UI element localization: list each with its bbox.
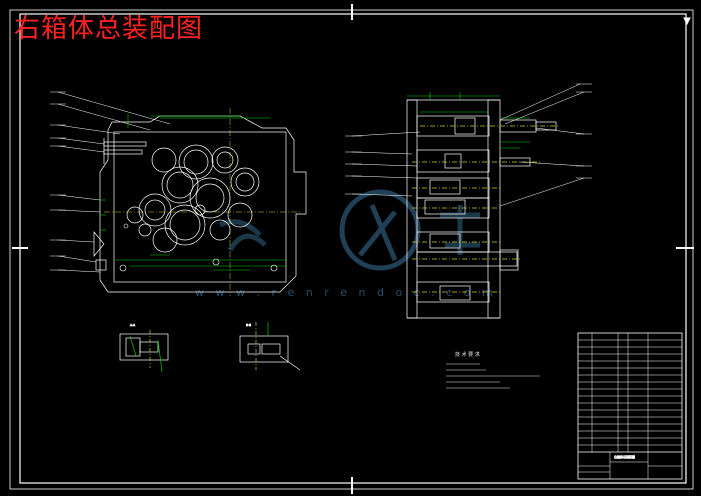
shaft-row-2	[412, 149, 540, 173]
title-block-drawing-name: 右箱体总装配图	[614, 454, 635, 459]
shaft-row-5	[412, 231, 500, 253]
watermark: w w w . r e n r e n d o c . c o m	[195, 189, 497, 299]
detail-view-left: A-A	[119, 323, 169, 373]
gear-train	[126, 144, 260, 253]
sheet-border	[9, 4, 694, 494]
title-block: 右箱体总装配图	[577, 332, 683, 480]
watermark-text: w w w . r e n r e n d o c . c o m	[195, 286, 497, 299]
shaft-row-6	[412, 249, 520, 271]
main-view-gearbox	[50, 91, 307, 296]
shaft-row-4	[412, 197, 500, 219]
detail-left-label: A-A	[130, 323, 136, 327]
shaft-row-1	[416, 115, 560, 137]
tech-req-heading: 技 术 要 求	[455, 351, 480, 358]
shaft-row-3	[412, 177, 500, 199]
detail-view-right: B-B	[239, 322, 301, 371]
shaft-row-7	[412, 281, 500, 303]
detail-right-label: B-B	[246, 323, 251, 327]
drawing-title: 右箱体总装配图	[14, 14, 204, 44]
section-view-shafts	[345, 83, 592, 319]
technical-requirements: 技 术 要 求	[446, 351, 540, 389]
